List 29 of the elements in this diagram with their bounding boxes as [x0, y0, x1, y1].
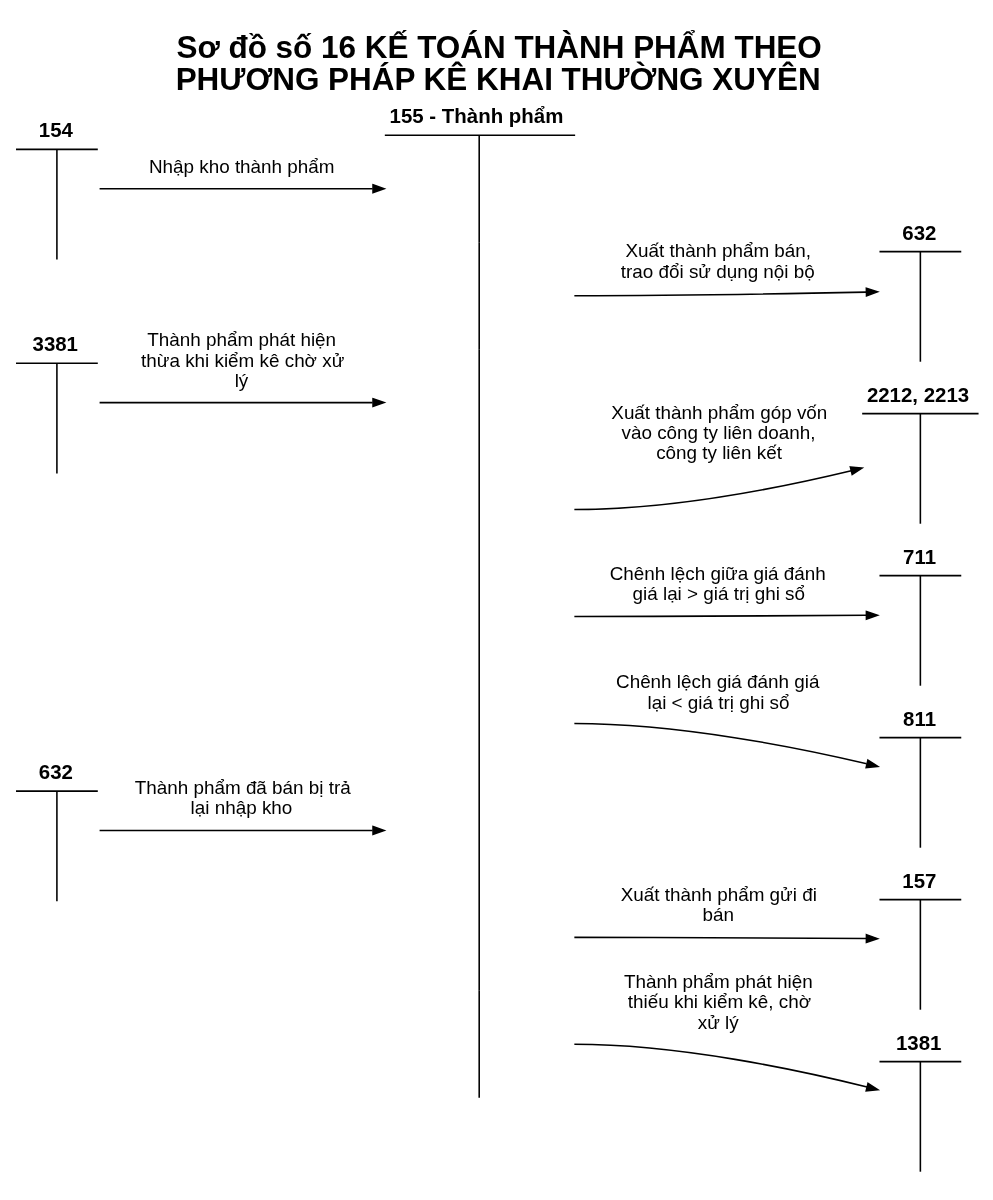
- edge-label: Chênh lệch giá đánh giá lại < giá trị ghi sổ: [616, 671, 820, 713]
- arrow: [573, 722, 881, 769]
- edge-label: Nhập kho thành phẩm: [148, 156, 335, 178]
- arrow: [98, 183, 387, 194]
- node-text: 811: [903, 706, 937, 730]
- edge-label: Thành phẩm phát hiện thiếu khi kiểm kê, chờ xử lý: [623, 970, 813, 1033]
- node-text: 1381: [895, 1030, 942, 1054]
- node-text: 3381: [32, 332, 78, 356]
- edge-label: Thành phẩm đã bán bị trả lại nhập kho: [134, 776, 351, 819]
- node-text: 157: [902, 868, 937, 892]
- arrow: [98, 825, 387, 836]
- node-text: 711: [903, 544, 937, 568]
- edge-label: Thành phẩm phát hiện thừa khi kiểm kê chờ xử lý: [141, 329, 345, 392]
- edge-label: Chênh lệch giữa giá đánh giá lại > giá trị ghi sổ: [609, 562, 826, 605]
- arrow: [573, 466, 865, 511]
- diagram-title: Sơ đồ số 16 KẾ TOÁN THÀNH PHẨM THEO PHƯƠNG PHÁP KÊ KHAI THƯỜNG XUYÊN: [175, 30, 822, 97]
- edge-label: Xuất thành phẩm góp vốn vào công ty liên doanh, công ty liên kết: [611, 401, 828, 464]
- node-text: 2212, 2213: [866, 382, 970, 406]
- node-text: 154: [38, 118, 73, 142]
- arrow: [573, 933, 880, 944]
- edge-label: Xuất thành phẩm gửi đi bán: [620, 883, 817, 926]
- arrow: [573, 610, 880, 621]
- arrow: [573, 1043, 881, 1092]
- arrow: [98, 397, 387, 408]
- node-text: 155 - Thành phẩm: [389, 104, 564, 128]
- node-text: 632: [38, 760, 73, 784]
- arrow: [573, 287, 880, 298]
- node-text: 632: [902, 220, 937, 244]
- edge-label: Xuất thành phẩm bán, trao đổi sử dụng nội bộ: [620, 240, 815, 282]
